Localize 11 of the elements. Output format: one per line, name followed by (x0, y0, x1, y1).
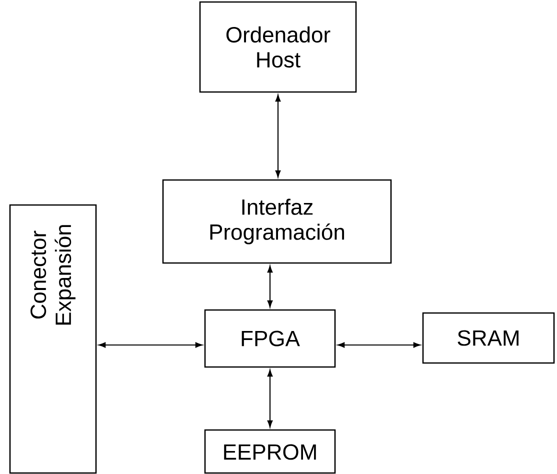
arrow (267, 266, 273, 308)
arrow (267, 370, 273, 428)
block-box: Ordenador Host (199, 1, 357, 93)
block-box: EEPROM (204, 429, 336, 474)
arrow (98, 342, 202, 348)
block-box: FPGA (204, 309, 336, 368)
arrow (338, 342, 420, 348)
block-box: Interfaz Programación (162, 179, 392, 264)
block-box: SRAM (422, 312, 555, 364)
block-box: Conector Expansión (9, 204, 97, 474)
arrow (275, 94, 281, 178)
